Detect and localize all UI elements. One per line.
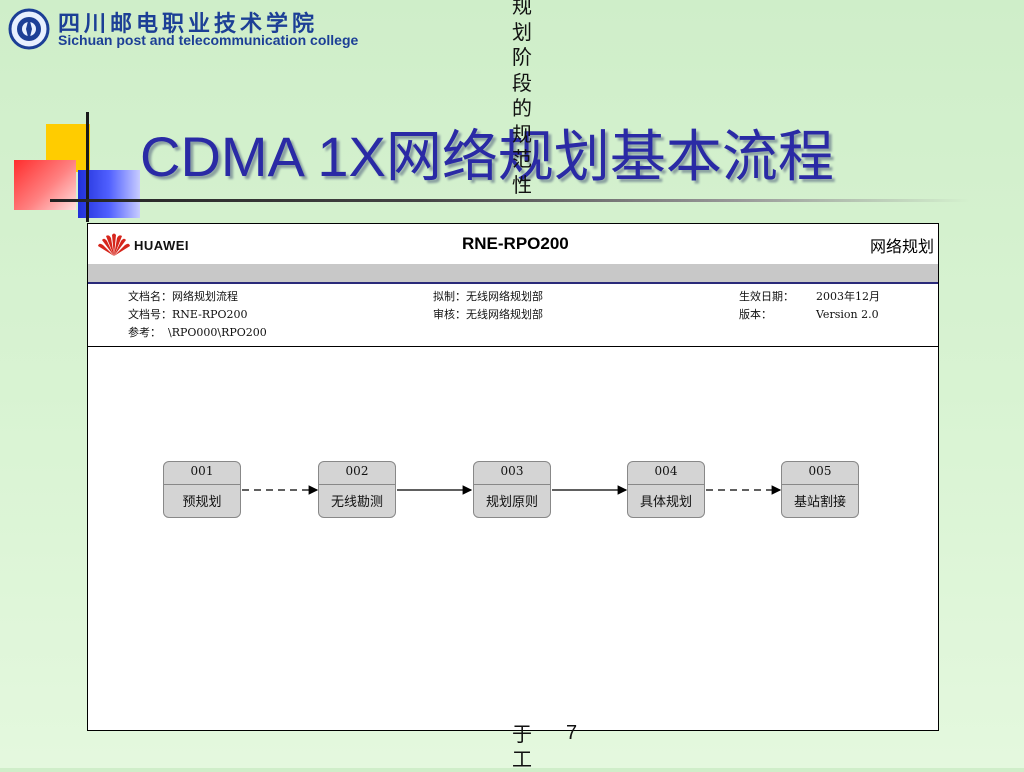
flow-node-003[interactable]: 003 规划原则 — [473, 461, 551, 518]
reviewed-value: 无线网络规划部 — [466, 308, 543, 321]
version-value: Version 2.0 — [816, 308, 879, 321]
flow-node-label: 预规划 — [182, 495, 222, 510]
decor-vertical-line — [86, 112, 89, 222]
decor-horizontal-line — [50, 199, 970, 202]
flow-node-divider — [319, 484, 395, 485]
effective-value: 2003年12月 — [816, 290, 880, 303]
meta-column-1: 文档名：网络规划流程 文档号：RNE-RPO200 参考： \RPO000\RP… — [128, 288, 267, 342]
meta-column-2: 拟制：无线网络规划部 审核：无线网络规划部 — [433, 288, 543, 324]
huawei-logo-icon — [98, 233, 130, 256]
ref-value: \RPO000\RPO200 — [168, 326, 267, 339]
drafted-value: 无线网络规划部 — [466, 290, 543, 303]
flow-node-005[interactable]: 005 基站割接 — [781, 461, 859, 518]
college-logo-icon — [8, 8, 50, 50]
flow-node-number: 002 — [345, 464, 369, 478]
document-code: RNE-RPO200 — [462, 234, 569, 253]
decor-red-square — [14, 160, 76, 210]
flow-node-label: 具体规划 — [639, 495, 692, 510]
flow-node-divider — [782, 484, 858, 485]
flow-node-label: 基站割接 — [793, 495, 846, 510]
document-panel: HUAWEI RNE-RPO200 网络规划 文档名：网络规划流程 文档号：RN… — [87, 223, 939, 731]
huawei-wordmark: HUAWEI — [134, 238, 189, 253]
slide-title: CDMA 1X网络规划基本流程 — [140, 125, 834, 188]
flow-node-number: 004 — [654, 464, 678, 478]
doc-no-label: 文档号： — [128, 308, 172, 321]
flow-node-number: 003 — [500, 464, 524, 478]
version-label: 版本： — [739, 308, 772, 321]
flow-node-number: 001 — [190, 464, 214, 478]
ref-label: 参考： — [128, 326, 161, 339]
drafted-label: 拟制： — [433, 290, 466, 303]
flow-node-004[interactable]: 004 具体规划 — [627, 461, 705, 518]
meta-column-3: 生效日期： 2003年12月 版本： Version 2.0 — [739, 288, 880, 324]
doc-no-value: RNE-RPO200 — [172, 308, 248, 321]
effective-label: 生效日期： — [739, 290, 794, 303]
document-category: 网络规划 — [869, 237, 934, 256]
flow-node-001[interactable]: 001 预规划 — [163, 461, 241, 518]
meta-separator — [88, 346, 938, 347]
notes-overflow-text-top: 规划阶段的规范性 — [512, 0, 532, 197]
flow-node-number: 005 — [808, 464, 832, 478]
doc-name-value: 网络规划流程 — [172, 290, 238, 303]
flow-node-label: 规划原则 — [485, 495, 538, 510]
notes-overflow-text-bottom: 于工 — [512, 722, 532, 771]
doc-name-label: 文档名： — [128, 290, 172, 303]
college-name-en: Sichuan post and telecommunication colle… — [58, 32, 359, 48]
flow-node-divider — [164, 484, 240, 485]
document-header: HUAWEI RNE-RPO200 网络规划 — [88, 224, 938, 264]
flow-node-label: 无线勘测 — [330, 495, 383, 510]
flow-node-002[interactable]: 002 无线勘测 — [318, 461, 396, 518]
reviewed-label: 审核： — [433, 308, 466, 321]
header-band — [88, 264, 938, 284]
page-number: 7 — [566, 722, 578, 744]
flow-node-divider — [628, 484, 704, 485]
flow-node-divider — [474, 484, 550, 485]
college-name-cn: 四川邮电职业技术学院 — [58, 11, 319, 37]
